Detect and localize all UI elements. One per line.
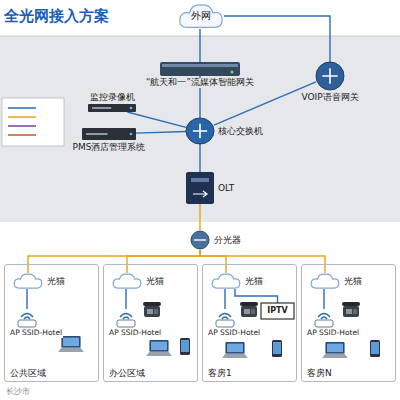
watermark: 长沙市 <box>6 386 30 397</box>
device-icon <box>160 62 240 76</box>
connector <box>214 82 316 125</box>
connector <box>125 289 126 309</box>
device-label: 光猫 <box>343 276 363 286</box>
legend-box <box>2 98 64 146</box>
device-label: 光猫 <box>46 276 66 286</box>
connector <box>26 289 27 309</box>
split-node: 分光器 <box>190 230 210 250</box>
device-label: PMS酒店管理系统 <box>72 142 147 152</box>
device-label: 光猫 <box>244 276 264 286</box>
area-label: 客房1 <box>207 368 233 378</box>
device-label: OLT <box>217 183 235 193</box>
device-label: 光猫 <box>145 276 165 286</box>
device-label: 外网 <box>190 10 212 22</box>
device-label: AP SSID-Hotel <box>207 329 261 338</box>
nvr-icon <box>88 104 136 112</box>
device-label: AP SSID-Hotel <box>9 329 63 338</box>
ap-icon <box>114 309 138 327</box>
terminal-devices <box>58 302 380 358</box>
split-icon <box>190 230 210 250</box>
room-node: 光猫 AP SSID-Hotel 办公区域 <box>103 264 198 382</box>
modem-node: 光猫 <box>13 273 43 289</box>
pms-icon <box>82 128 136 140</box>
device-label: AP SSID-Hotel <box>306 329 360 338</box>
device-label: AP SSID-Hotel <box>108 329 162 338</box>
area-label: 公共区域 <box>9 368 47 378</box>
router-node: VOIP语音网关 <box>316 62 344 90</box>
iptv-node: IPTV <box>261 303 294 319</box>
switch-icon <box>186 118 214 144</box>
device-label: VOIP语音网关 <box>300 92 359 102</box>
modem-icon <box>310 273 340 289</box>
connector <box>199 204 200 230</box>
connector <box>28 250 200 273</box>
connector <box>136 131 186 133</box>
switch-node: 核心交换机 <box>186 118 214 144</box>
room-node: 光猫 AP SSID-Hotel IPTV 客房1 <box>202 264 297 382</box>
area-label: 客房N <box>306 368 333 378</box>
room-node: 光猫 AP SSID-Hotel 客房N <box>301 264 396 382</box>
device-label: “航天和一”流媒体智能网关 <box>145 78 255 88</box>
modem-icon <box>211 273 241 289</box>
router-icon <box>316 62 344 90</box>
connector <box>323 289 324 309</box>
modem-node: 光猫 <box>112 273 142 289</box>
ap-node: AP SSID-Hotel <box>15 309 39 327</box>
device-label: 监控录像机 <box>89 92 136 102</box>
server-panel <box>0 36 400 222</box>
connector <box>127 112 186 127</box>
connector <box>199 144 200 172</box>
connector <box>235 289 278 303</box>
diagram-title: 全光网接入方案 <box>4 7 109 26</box>
olt-node: OLT <box>186 172 214 204</box>
connector <box>200 250 325 273</box>
device-label: IPTV <box>266 306 289 315</box>
device-label: 核心交换机 <box>217 126 264 136</box>
ap-node: AP SSID-Hotel <box>312 309 336 327</box>
olt-icon <box>186 172 214 204</box>
device-node: “航天和一”流媒体智能网关 <box>160 62 240 76</box>
connector <box>224 16 330 62</box>
area-label: 办公区域 <box>108 368 146 378</box>
ap-icon <box>15 309 39 327</box>
cloud-node: 外网 <box>178 3 224 29</box>
nvr-node: 监控录像机 <box>88 104 136 112</box>
connector <box>127 250 200 273</box>
device-label: 分光器 <box>213 235 242 245</box>
ap-icon <box>213 309 237 327</box>
modem-node: 光猫 <box>310 273 340 289</box>
ap-icon <box>312 309 336 327</box>
modem-icon <box>112 273 142 289</box>
pms-node: PMS酒店管理系统 <box>82 128 136 140</box>
connector <box>224 289 225 309</box>
ap-node: AP SSID-Hotel <box>114 309 138 327</box>
modem-icon <box>13 273 43 289</box>
room-node: 光猫 AP SSID-Hotel 公共区域 <box>4 264 99 382</box>
modem-node: 光猫 <box>211 273 241 289</box>
connector <box>200 250 226 273</box>
connector <box>199 29 200 62</box>
ap-node: AP SSID-Hotel <box>213 309 237 327</box>
